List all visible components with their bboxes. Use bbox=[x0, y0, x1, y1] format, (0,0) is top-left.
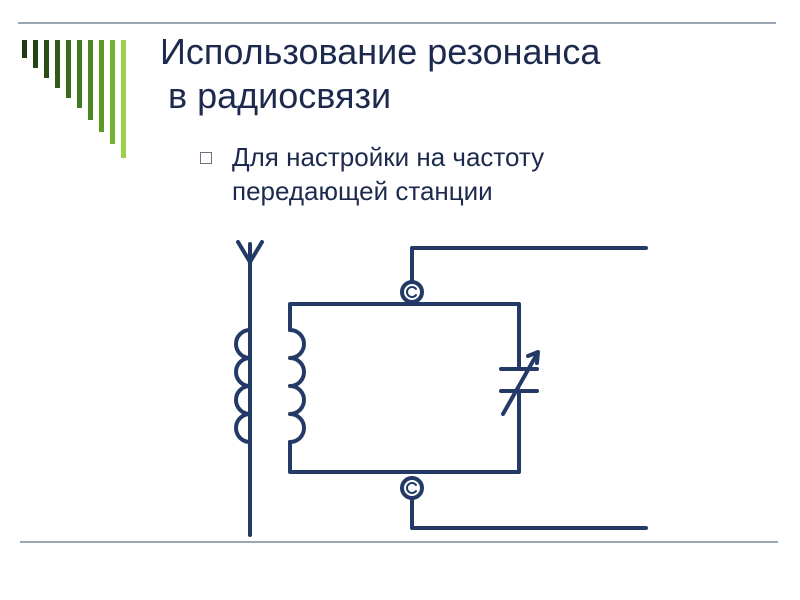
lc-circuit-wires bbox=[288, 302, 521, 474]
variable-capacitor-icon bbox=[499, 350, 540, 416]
top-rule bbox=[18, 22, 776, 24]
stripe-9 bbox=[110, 40, 115, 144]
stripe-2 bbox=[33, 40, 38, 68]
decorative-stripes bbox=[22, 40, 126, 158]
stripe-10 bbox=[121, 40, 126, 158]
stripe-5 bbox=[66, 40, 71, 98]
stripe-8 bbox=[99, 40, 104, 132]
bullet-line-2: передающей станции bbox=[232, 176, 493, 206]
slide-title: Использование резонанса в радиосвязи bbox=[160, 30, 600, 118]
stripe-group bbox=[22, 40, 126, 158]
square-bullet-icon bbox=[200, 152, 212, 164]
stripe-3 bbox=[44, 40, 49, 78]
bullet-line-1: Для настройки на частоту bbox=[232, 142, 545, 172]
title-line-2: в радиосвязи bbox=[168, 75, 392, 116]
stripe-7 bbox=[88, 40, 93, 120]
bottom-terminal-icon bbox=[400, 476, 424, 500]
top-terminal-icon bbox=[400, 280, 424, 304]
stripe-6 bbox=[77, 40, 82, 108]
bottom-rule bbox=[20, 541, 778, 543]
output-leads bbox=[410, 246, 648, 530]
title-line-1: Использование резонанса bbox=[160, 31, 601, 72]
bullet-item: Для настройки на частоту передающей стан… bbox=[200, 140, 544, 208]
stripe-1 bbox=[22, 40, 27, 58]
secondary-coil-icon bbox=[288, 328, 306, 444]
primary-coil-icon bbox=[234, 328, 252, 444]
stripe-4 bbox=[55, 40, 60, 88]
bullet-text: Для настройки на частоту передающей стан… bbox=[232, 140, 544, 208]
antenna-icon bbox=[236, 240, 264, 537]
